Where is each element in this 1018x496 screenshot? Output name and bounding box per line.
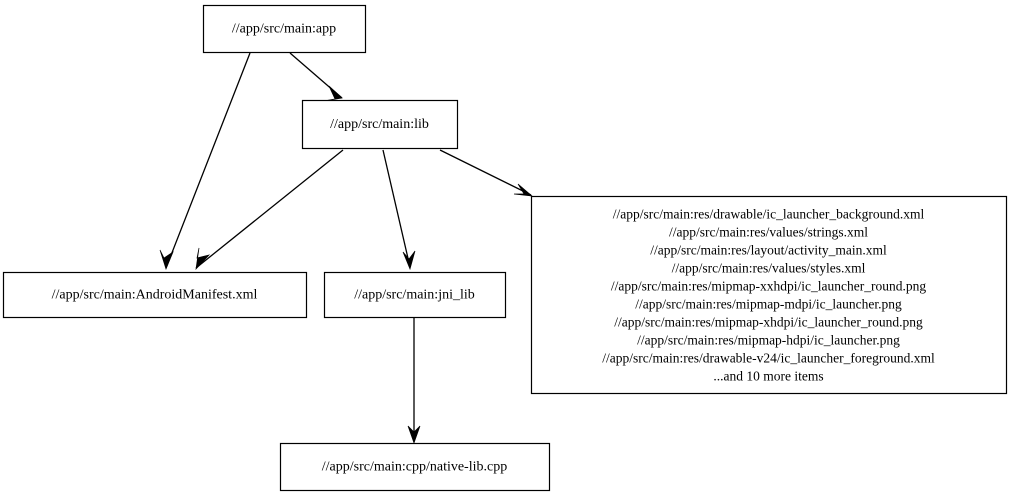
graph-edge-lib-to-manifest — [195, 149, 344, 271]
node-label-line: //app/src/main:res/drawable/ic_launcher_… — [613, 207, 925, 222]
node-box[interactable] — [301, 99, 459, 150]
arrow-head-icon — [407, 425, 421, 445]
graph-edge-lib-to-jni_lib — [382, 149, 416, 271]
graph-node-lib[interactable]: //app/src/main:lib — [301, 99, 459, 150]
node-label: //app/src/main:cpp/native-lib.cpp — [322, 460, 507, 475]
arrow-head-icon — [195, 247, 211, 271]
arrow-head-icon — [323, 85, 343, 102]
node-box[interactable] — [530, 195, 1008, 395]
graph-edge-jni_lib-to-native_lib — [407, 318, 421, 445]
node-label-line: //app/src/main:res/values/strings.xml — [669, 225, 868, 240]
node-label-line: ...and 10 more items — [713, 369, 823, 384]
graph-node-jni_lib[interactable]: //app/src/main:jni_lib — [323, 271, 507, 319]
node-box[interactable] — [279, 442, 551, 492]
nodes-layer: //app/src/main:app //app/src/main:lib //ap… — [2, 4, 1008, 492]
node-label-line: //app/src/main:res/mipmap-hdpi/ic_launch… — [637, 333, 900, 348]
node-label: //app/src/main:AndroidManifest.xml — [52, 288, 258, 303]
edge-line — [195, 149, 344, 269]
graph-node-app[interactable]: //app/src/main:app — [202, 4, 367, 54]
edge-line — [382, 149, 411, 268]
node-label-line: //app/src/main:res/mipmap-mdpi/ic_launch… — [635, 297, 902, 312]
graph-node-manifest[interactable]: //app/src/main:AndroidManifest.xml — [2, 271, 308, 319]
node-box[interactable] — [323, 271, 507, 319]
arrow-head-icon — [513, 183, 534, 197]
node-label-line: //app/src/main:res/mipmap-xxhdpi/ic_laun… — [611, 279, 927, 294]
graph-edge-app-to-manifest — [159, 52, 251, 271]
node-label: //app/src/main:app — [232, 22, 336, 37]
arrow-head-icon — [159, 249, 174, 271]
edge-line — [439, 149, 532, 196]
edges-layer — [159, 52, 534, 445]
node-label: //app/src/main:lib — [330, 117, 429, 132]
node-label: //app/src/main:jni_lib — [354, 288, 475, 303]
node-box[interactable] — [2, 271, 308, 319]
graph-edge-lib-to-res_group — [439, 149, 534, 197]
graph-edge-app-to-lib — [289, 52, 343, 102]
node-label-line: //app/src/main:res/drawable-v24/ic_launc… — [602, 351, 935, 366]
arrow-head-icon — [402, 250, 416, 271]
edge-line — [165, 52, 251, 269]
graph-node-res_group[interactable]: //app/src/main:res/drawable/ic_launcher_… — [530, 195, 1008, 395]
graph-node-native_lib[interactable]: //app/src/main:cpp/native-lib.cpp — [279, 442, 551, 492]
node-label-line: //app/src/main:res/values/styles.xml — [672, 261, 866, 276]
node-label-line: //app/src/main:res/mipmap-xhdpi/ic_launc… — [614, 315, 923, 330]
node-box[interactable] — [202, 4, 367, 54]
node-label-line: //app/src/main:res/layout/activity_main.… — [650, 243, 887, 258]
